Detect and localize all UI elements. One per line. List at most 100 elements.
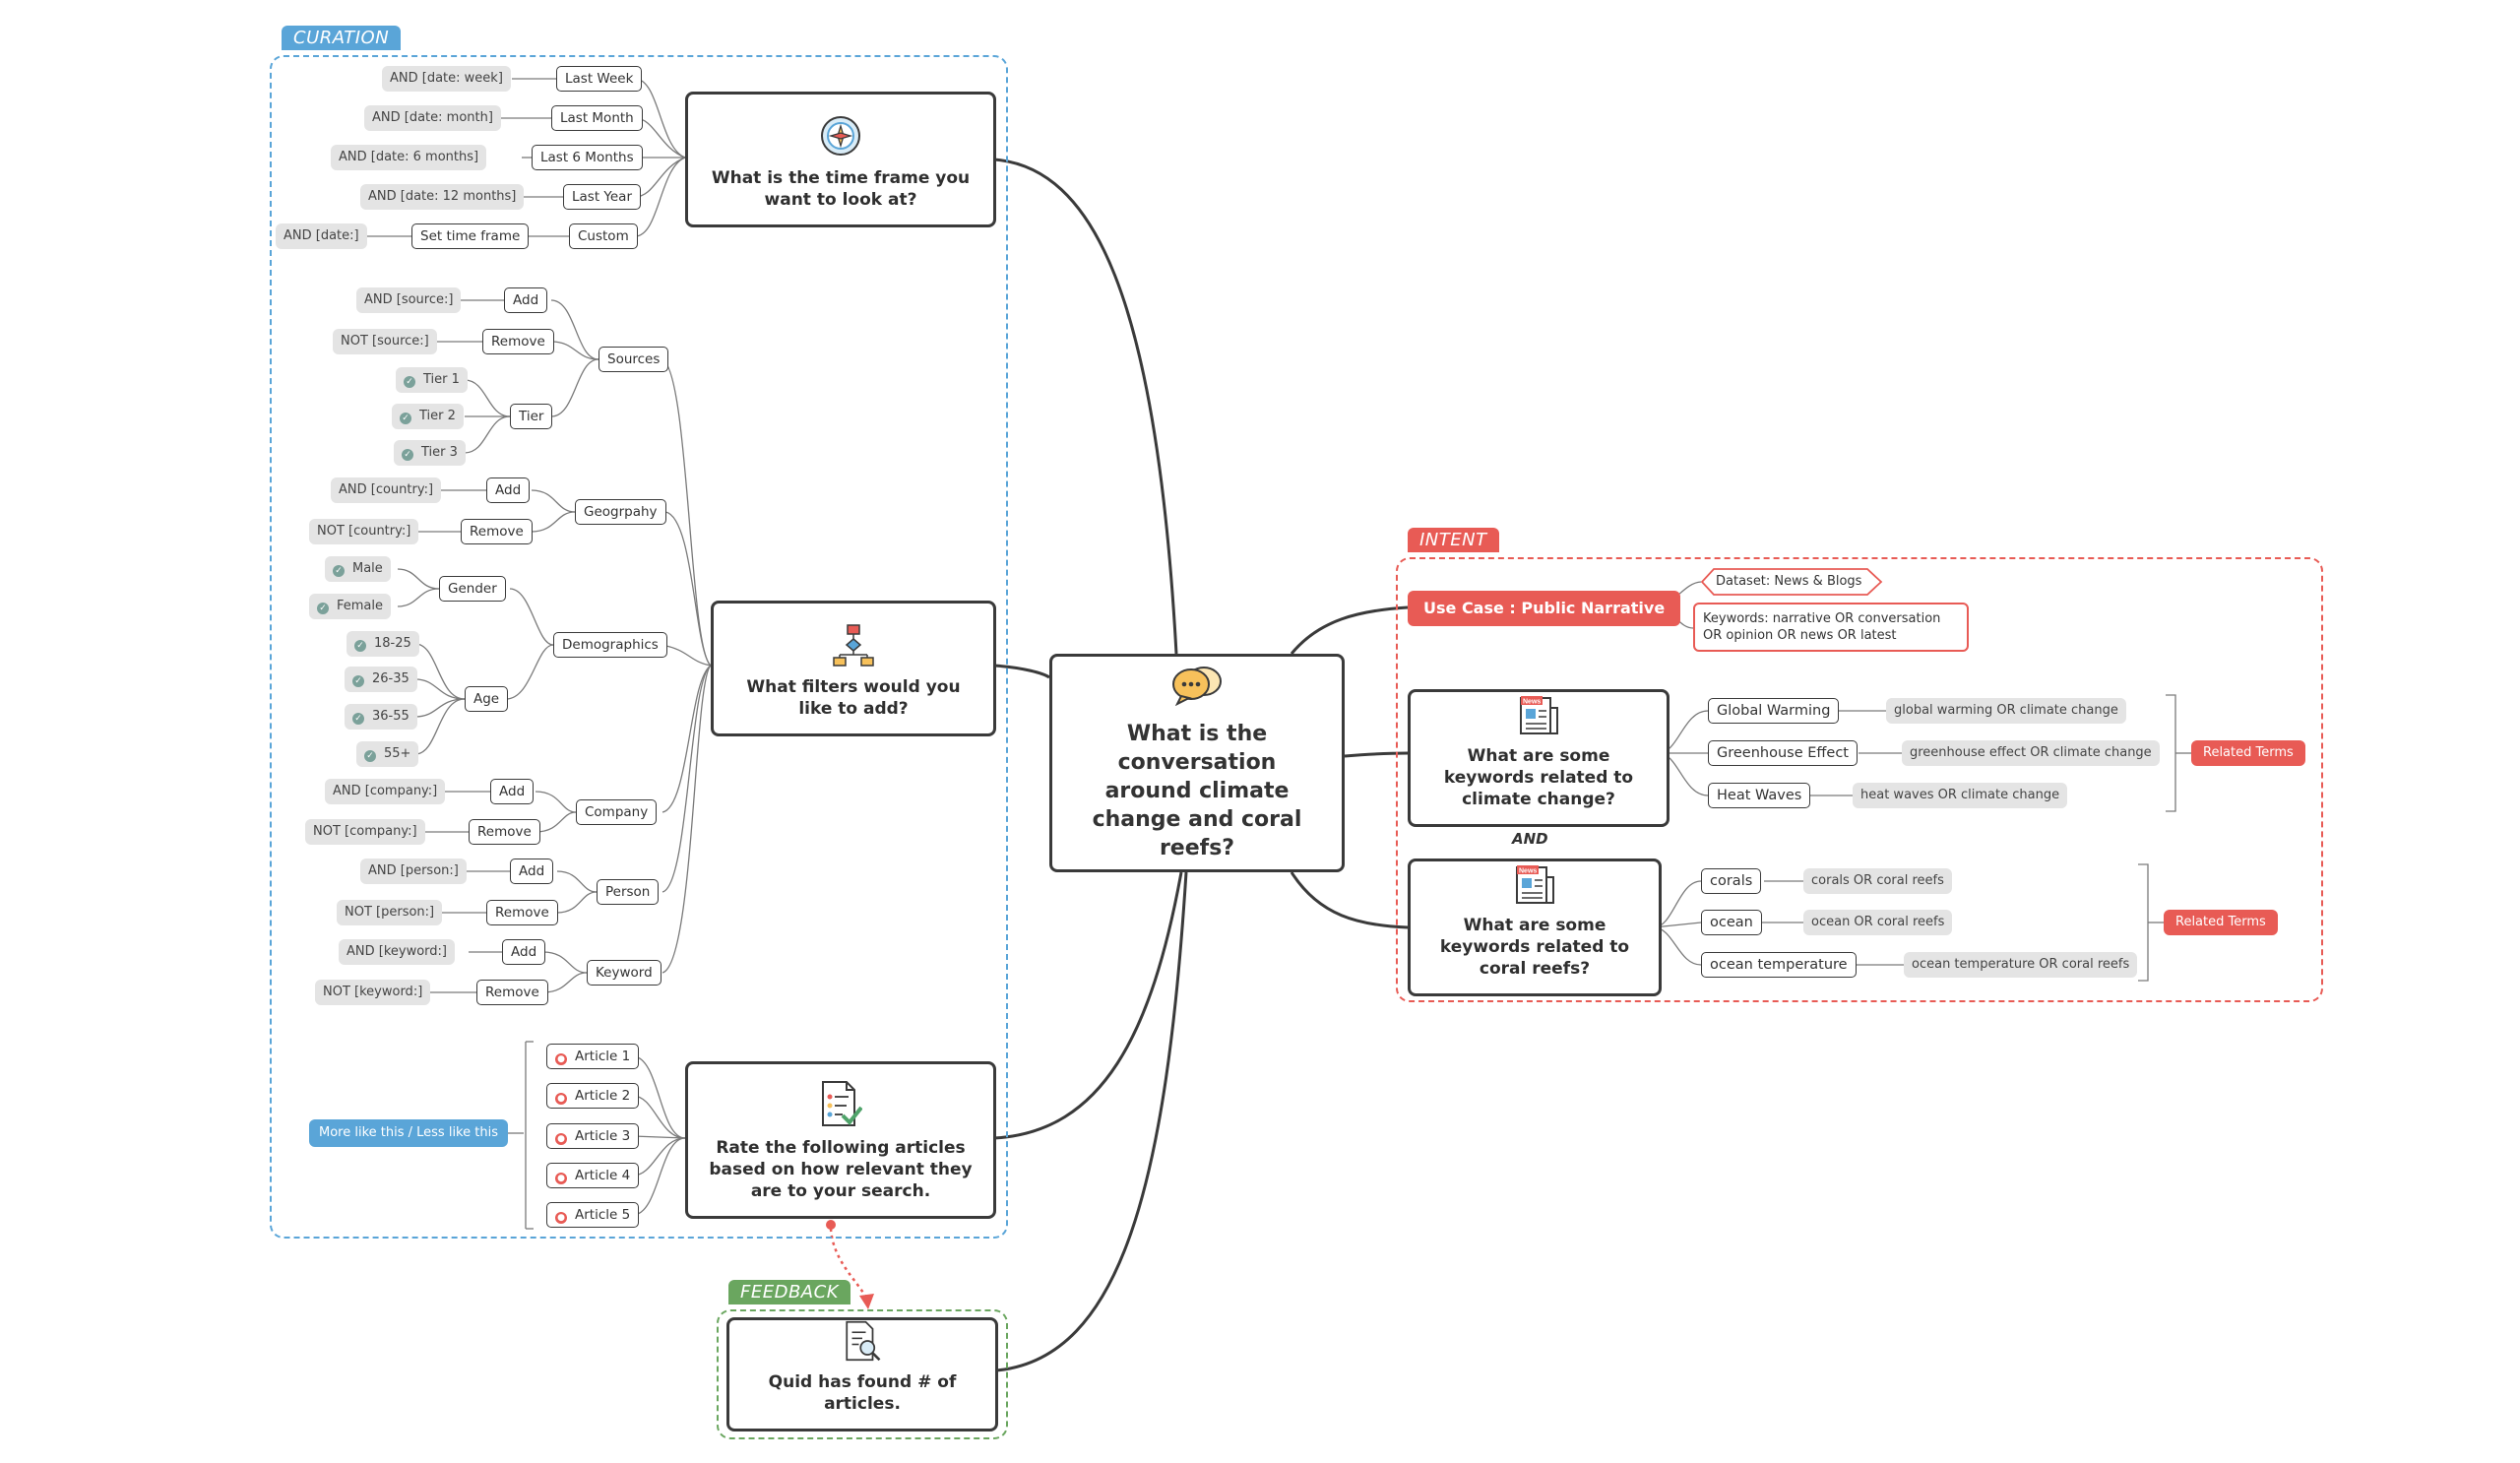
time-query-month: AND [date: month] xyxy=(364,105,501,131)
time-option-last-month[interactable]: Last Month xyxy=(551,105,643,131)
age-36-55-label: 36-55 xyxy=(372,709,410,724)
time-option-custom[interactable]: Custom xyxy=(569,223,638,249)
document-search-icon xyxy=(846,1320,881,1362)
term-greenhouse-effect[interactable]: Greenhouse Effect xyxy=(1708,740,1858,766)
filter-sources[interactable]: Sources xyxy=(598,347,669,372)
climate-related-terms[interactable]: Related Terms xyxy=(2191,740,2305,766)
checklist-icon xyxy=(822,1081,862,1126)
article-5[interactable]: ●Article 5 xyxy=(546,1202,640,1228)
feedback-region xyxy=(717,1309,1008,1439)
geography-add[interactable]: Add xyxy=(486,477,531,503)
gender-female-label: Female xyxy=(337,599,384,613)
article-icon: ● xyxy=(555,1093,567,1105)
climate-keywords-question[interactable]: News What are some keywords related to c… xyxy=(1408,689,1670,827)
person-remove[interactable]: Remove xyxy=(486,900,558,925)
age-55-plus-label: 55+ xyxy=(384,746,411,761)
curation-tag: CURATION xyxy=(282,26,402,50)
tier-3[interactable]: ✓Tier 3 xyxy=(394,440,466,466)
demographics-gender[interactable]: Gender xyxy=(439,576,506,602)
sources-add[interactable]: Add xyxy=(504,287,548,313)
time-option-last-6-months[interactable]: Last 6 Months xyxy=(532,145,643,170)
article-2[interactable]: ●Article 2 xyxy=(546,1083,640,1109)
central-topic-title: What is the conversation around climate … xyxy=(1092,721,1302,860)
tier-2-label: Tier 2 xyxy=(419,409,456,423)
time-query-week: AND [date: week] xyxy=(382,66,511,92)
coral-keywords-question-text: What are some keywords related to coral … xyxy=(1439,916,1630,979)
compass-icon xyxy=(821,116,860,156)
time-query-custom: AND [date:] xyxy=(276,223,367,249)
term-corals[interactable]: corals xyxy=(1701,868,1762,894)
gender-male[interactable]: ✓Male xyxy=(325,556,391,582)
article-5-label: Article 5 xyxy=(575,1207,631,1223)
company-add[interactable]: Add xyxy=(490,779,535,804)
curation-region xyxy=(270,55,1008,1239)
sources-add-query: AND [source:] xyxy=(356,287,462,313)
person-add-query: AND [person:] xyxy=(360,859,467,884)
svg-text:News: News xyxy=(1519,868,1537,875)
company-remove[interactable]: Remove xyxy=(469,819,540,845)
filter-person[interactable]: Person xyxy=(597,879,660,905)
sources-tier[interactable]: Tier xyxy=(510,404,553,429)
age-55-plus[interactable]: ✓55+ xyxy=(356,741,419,767)
rate-articles-question[interactable]: Rate the following articles based on how… xyxy=(685,1061,996,1219)
article-3-label: Article 3 xyxy=(575,1128,631,1144)
time-frame-question[interactable]: What is the time frame you want to look … xyxy=(685,92,996,227)
term-heat-waves[interactable]: Heat Waves xyxy=(1708,783,1811,808)
article-icon: ● xyxy=(555,1173,567,1184)
geography-remove[interactable]: Remove xyxy=(461,519,533,544)
articles-found-text: Quid has found # of articles. xyxy=(768,1372,957,1414)
filter-geography[interactable]: Geogrpahy xyxy=(575,499,666,525)
query-global-warming: global warming OR climate change xyxy=(1886,698,2126,724)
article-1[interactable]: ●Article 1 xyxy=(546,1044,640,1069)
company-add-query: AND [company:] xyxy=(325,779,446,804)
time-option-last-year[interactable]: Last Year xyxy=(563,184,641,210)
rate-articles-question-text: Rate the following articles based on how… xyxy=(709,1138,973,1201)
and-operator-label: AND xyxy=(1512,830,1548,848)
article-3[interactable]: ● Article 3 xyxy=(546,1123,640,1149)
age-26-35[interactable]: ✓26-35 xyxy=(345,667,417,692)
use-case-keywords: Keywords: narrative OR conversation OR o… xyxy=(1693,603,1969,652)
age-18-25[interactable]: ✓18-25 xyxy=(346,631,419,657)
intent-tag: INTENT xyxy=(1408,528,1499,552)
gender-female[interactable]: ✓ Female xyxy=(309,594,392,619)
filter-company[interactable]: Company xyxy=(576,799,658,825)
demographics-age[interactable]: Age xyxy=(465,686,509,712)
feedback-tag: FEEDBACK xyxy=(728,1280,850,1304)
tier-1[interactable]: ✓Tier 1 xyxy=(396,367,468,393)
filters-question[interactable]: What filters would you like to add? xyxy=(711,601,996,736)
dataset-label: Dataset: News & Blogs xyxy=(1716,574,1862,589)
keyword-remove[interactable]: Remove xyxy=(476,980,548,1005)
term-ocean[interactable]: ocean xyxy=(1701,910,1762,935)
keyword-add[interactable]: Add xyxy=(502,939,546,965)
sources-remove[interactable]: Remove xyxy=(482,329,554,354)
time-option-last-week[interactable]: Last Week xyxy=(556,66,643,92)
term-global-warming[interactable]: Global Warming xyxy=(1708,698,1840,724)
coral-related-terms[interactable]: Related Terms xyxy=(2164,910,2278,935)
filter-keyword[interactable]: Keyword xyxy=(587,960,662,986)
sources-remove-query: NOT [source:] xyxy=(333,329,437,354)
filter-demographics[interactable]: Demographics xyxy=(553,632,667,658)
article-4-label: Article 4 xyxy=(575,1168,631,1183)
more-less-like-this-button[interactable]: More like this / Less like this xyxy=(309,1119,508,1147)
svg-text:News: News xyxy=(1523,699,1541,706)
tier-2[interactable]: ✓Tier 2 xyxy=(392,404,464,429)
person-add[interactable]: Add xyxy=(510,859,554,884)
use-case-node[interactable]: Use Case : Public Narrative xyxy=(1408,591,1681,626)
query-ocean-temperature: ocean temperature OR coral reefs xyxy=(1904,952,2138,978)
article-4[interactable]: ● Article 4 xyxy=(546,1163,640,1188)
articles-found-node[interactable]: Quid has found # of articles. xyxy=(726,1317,998,1431)
climate-keywords-question-text: What are some keywords related to climat… xyxy=(1443,746,1634,809)
check-icon: ✓ xyxy=(354,640,366,652)
dataset-tag-shape xyxy=(1700,568,1883,596)
check-icon: ✓ xyxy=(404,376,415,388)
check-icon: ✓ xyxy=(317,603,329,614)
term-ocean-temperature[interactable]: ocean temperature xyxy=(1701,952,1857,978)
age-36-55[interactable]: ✓36-55 xyxy=(345,704,417,730)
intent-region xyxy=(1396,557,2323,1002)
article-icon: ● xyxy=(555,1133,567,1145)
central-topic[interactable]: What is the conversation around climate … xyxy=(1049,654,1345,872)
time-option-set-time-frame[interactable]: Set time frame xyxy=(411,223,530,249)
coral-keywords-question[interactable]: News What are some keywords related to c… xyxy=(1408,859,1662,996)
check-icon: ✓ xyxy=(402,449,413,461)
person-remove-query: NOT [person:] xyxy=(337,900,443,925)
